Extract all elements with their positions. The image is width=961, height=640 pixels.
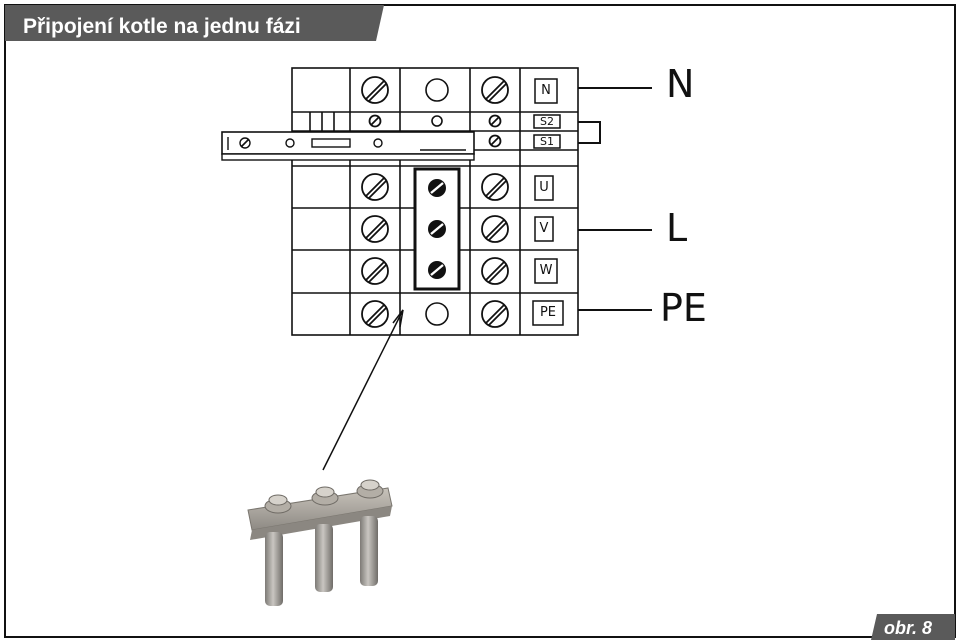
empty-terminal-icon xyxy=(425,302,449,326)
label-n: N xyxy=(666,62,695,106)
screw-set xyxy=(361,76,509,328)
bridge-jumper xyxy=(413,167,461,291)
screw-icon xyxy=(368,114,382,128)
screw-icon xyxy=(361,257,389,285)
terminal-label-n: N xyxy=(541,83,551,98)
label-l: L xyxy=(666,206,688,250)
terminal-label-s2: S2 xyxy=(540,115,554,128)
screw-icon xyxy=(481,300,509,328)
jumper-slider xyxy=(221,131,475,161)
bridge-part-image xyxy=(247,479,393,606)
outer-frame xyxy=(4,4,956,638)
terminal-label-s1: S1 xyxy=(540,135,554,148)
terminal-label-u: U xyxy=(539,180,549,195)
terminal-label-v: V xyxy=(539,221,549,236)
screw-icon xyxy=(361,215,389,243)
page-title: Připojení kotle na jednu fázi xyxy=(23,15,301,38)
screw-icon xyxy=(361,76,389,104)
pointer-line xyxy=(322,309,404,471)
screw-icon xyxy=(488,134,502,148)
screw-icon xyxy=(361,300,389,328)
terminal-label-w: W xyxy=(539,263,553,278)
screw-icon xyxy=(481,257,509,285)
screw-icon xyxy=(481,215,509,243)
empty-terminal-icon xyxy=(425,78,449,102)
empty-terminal-set xyxy=(425,78,449,326)
screw-icon xyxy=(481,173,509,201)
terminal-label-boxes xyxy=(532,78,564,326)
leader-lines xyxy=(578,87,652,311)
screw-icon xyxy=(361,173,389,201)
pointer-arrowhead xyxy=(392,309,404,328)
figure-label: obr. 8 xyxy=(884,618,933,638)
figure-tab xyxy=(871,614,955,640)
s1-s2-link xyxy=(578,121,601,144)
terminal-block xyxy=(291,67,579,336)
screw-icon xyxy=(481,76,509,104)
label-pe: PE xyxy=(660,286,707,330)
screw-icon xyxy=(488,114,502,128)
empty-terminal-icon xyxy=(431,115,443,127)
terminal-label-pe: PE xyxy=(539,305,557,320)
title-tab xyxy=(5,5,384,41)
